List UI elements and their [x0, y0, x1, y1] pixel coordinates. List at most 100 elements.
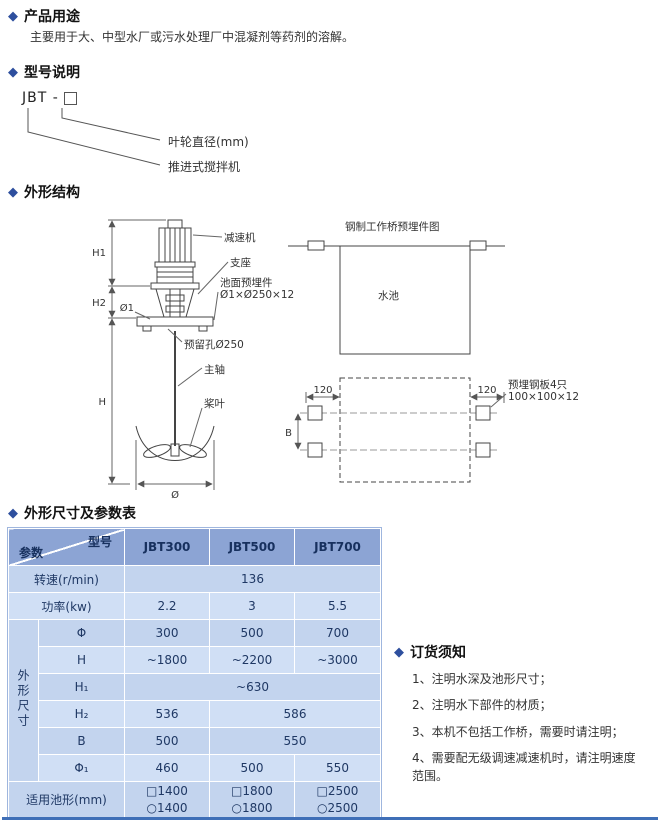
dim-h2-label: H2 — [92, 298, 106, 309]
model-placeholder-box-icon — [63, 91, 77, 105]
mixer-propeller — [143, 443, 207, 458]
table-corner-cell: 型号 参数 — [8, 528, 125, 566]
model-callout-lines — [27, 108, 161, 166]
dim-120-left-label: 120 — [313, 385, 332, 396]
section-diamond-icon: ◆ — [8, 8, 18, 24]
corner-param-label: 参数 — [19, 546, 44, 560]
cell-pool-jbt700: □2500 ○2500 — [294, 781, 381, 818]
ordering-item: 2、注明水下部件的材质； — [412, 698, 552, 713]
row-label-phi1: Φ₁ — [38, 754, 125, 782]
cell-phi1-jbt700: 550 — [294, 754, 381, 782]
pool-round-value: ○1400 — [146, 800, 188, 815]
row-label-h2: H₂ — [38, 700, 125, 728]
dim-120-right-label: 120 — [477, 385, 496, 396]
structure-diagram: H1 H2 H Ø1 Ø 减速机 支座 池面预埋件 Ø1×Ø250×12 预留孔… — [92, 219, 579, 500]
cell-h2-jbt300: 536 — [124, 700, 210, 728]
cell-power-jbt300: 2.2 — [124, 592, 210, 620]
cell-power-jbt500: 3 — [209, 592, 295, 620]
plate-center-lines — [300, 412, 498, 451]
embedded-plates-size-label: 100×100×12 — [508, 391, 579, 403]
pool-square-value: □1800 — [231, 784, 273, 799]
embedded-plates — [307, 405, 491, 458]
section-structure-title: 外形结构 — [24, 185, 80, 201]
pool-square-value: □2500 — [316, 784, 359, 799]
row-label-h: H — [38, 646, 125, 674]
ordering-item: 1、注明水深及池形尺寸； — [412, 672, 552, 686]
ordering-item: 4、需要配无级调速减速机时，请注明速度范围。 — [412, 751, 636, 783]
dim-phi-label: Ø — [171, 489, 179, 500]
surface-plate-size-label: Ø1×Ø250×12 — [220, 289, 294, 301]
cell-b-jbt500-700: 550 — [209, 727, 381, 755]
cell-h2-jbt500-700: 586 — [209, 700, 381, 728]
column-header-jbt700: JBT700 — [294, 528, 381, 566]
embedded-plates-label: 预埋钢板4只 — [508, 378, 567, 391]
bridge-diagram-title: 钢制工作桥预埋件图 — [345, 220, 440, 233]
dim-h-label: H — [98, 397, 106, 408]
section-diamond-icon: ◆ — [8, 184, 18, 200]
cell-power-jbt700: 5.5 — [294, 592, 381, 620]
model-code: JBT - — [22, 90, 77, 106]
pool-round-value: ○2500 — [316, 800, 358, 815]
row-label-pool: 适用池形(mm) — [8, 781, 125, 818]
row-label-h1: H₁ — [38, 673, 125, 701]
model-code-prefix: JBT - — [22, 90, 59, 106]
ordering-section: ◆ 订货须知 1、注明水深及池形尺寸； 2、注明水下部件的材质； 3、本机不包括… — [394, 642, 646, 794]
cell-h-jbt700: ~3000 — [294, 646, 381, 674]
cell-h1: ~630 — [124, 673, 381, 701]
pool-plan-square — [339, 377, 471, 483]
cell-h-jbt500: ~2200 — [209, 646, 295, 674]
column-header-jbt300: JBT300 — [124, 528, 210, 566]
surface-plate-label: 池面预埋件 — [220, 276, 273, 289]
dim-b-label: B — [285, 428, 292, 439]
ordering-item: 3、本机不包括工作桥，需要时请注明； — [412, 724, 624, 739]
row-label-power: 功率(kw) — [8, 592, 125, 620]
cell-pool-jbt500: □1800 ○1800 — [209, 781, 295, 818]
machine-type-label: 推进式搅拌机 — [168, 160, 241, 174]
bottom-rule — [2, 817, 658, 820]
row-label-b: B — [38, 727, 125, 755]
cell-b-jbt300: 500 — [124, 727, 210, 755]
section-model-title: 型号说明 — [24, 65, 80, 81]
mixer-support-bracket — [155, 288, 195, 318]
plate-dimension-lines — [294, 392, 507, 450]
row-label-phi: Φ — [38, 619, 125, 647]
impeller-diameter-label: 叶轮直径(mm) — [168, 135, 249, 149]
usage-body-text: 主要用于大、中型水厂或污水处理厂中混凝剂等药剂的溶解。 — [30, 30, 355, 44]
pool-round-value: ○1800 — [231, 800, 273, 815]
reducer-label: 减速机 — [224, 231, 256, 244]
section-structure-header: ◆ 外形结构 — [8, 182, 80, 202]
row-label-speed: 转速(r/min) — [8, 565, 125, 593]
section-usage-header: ◆ 产品用途 — [8, 6, 80, 26]
cell-speed: 136 — [124, 565, 381, 593]
cell-phi1-jbt500: 500 — [209, 754, 295, 782]
main-shaft-label: 主轴 — [204, 363, 225, 376]
section-table-title: 外形尺寸及参数表 — [24, 506, 136, 522]
dim-h1-label: H1 — [92, 248, 106, 259]
blade-label: 桨叶 — [204, 397, 225, 410]
cell-phi-jbt500: 500 — [209, 619, 295, 647]
cell-phi1-jbt300: 460 — [124, 754, 210, 782]
cell-pool-jbt300: □1400 ○1400 — [124, 781, 210, 818]
group-label-dimensions: 外形尺寸 — [8, 619, 39, 782]
cell-phi-jbt300: 300 — [124, 619, 210, 647]
section-ordering-header: ◆ 订货须知 — [394, 642, 646, 662]
spec-table: 型号 参数 JBT300 JBT500 JBT700 转速(r/min) 136… — [7, 527, 382, 819]
section-usage-title: 产品用途 — [24, 9, 80, 25]
support-label: 支座 — [230, 256, 251, 269]
mixer-base-plate — [136, 316, 214, 332]
section-ordering-title: 订货须知 — [410, 645, 466, 661]
group-label-text: 外形尺寸 — [16, 669, 30, 729]
section-model-header: ◆ 型号说明 — [8, 62, 80, 82]
pool-square-value: □1400 — [146, 784, 188, 799]
cell-phi-jbt700: 700 — [294, 619, 381, 647]
section-diamond-icon: ◆ — [8, 64, 18, 80]
pool-label: 水池 — [378, 289, 399, 302]
corner-model-label: 型号 — [87, 535, 112, 549]
section-diamond-icon: ◆ — [394, 644, 404, 660]
mixer-vessel-outline — [135, 425, 215, 461]
reserved-hole-label: 预留孔Ø250 — [184, 338, 244, 351]
dim-phi1-label: Ø1 — [120, 302, 134, 314]
cell-h-jbt300: ~1800 — [124, 646, 210, 674]
section-table-header: ◆ 外形尺寸及参数表 — [8, 503, 136, 523]
